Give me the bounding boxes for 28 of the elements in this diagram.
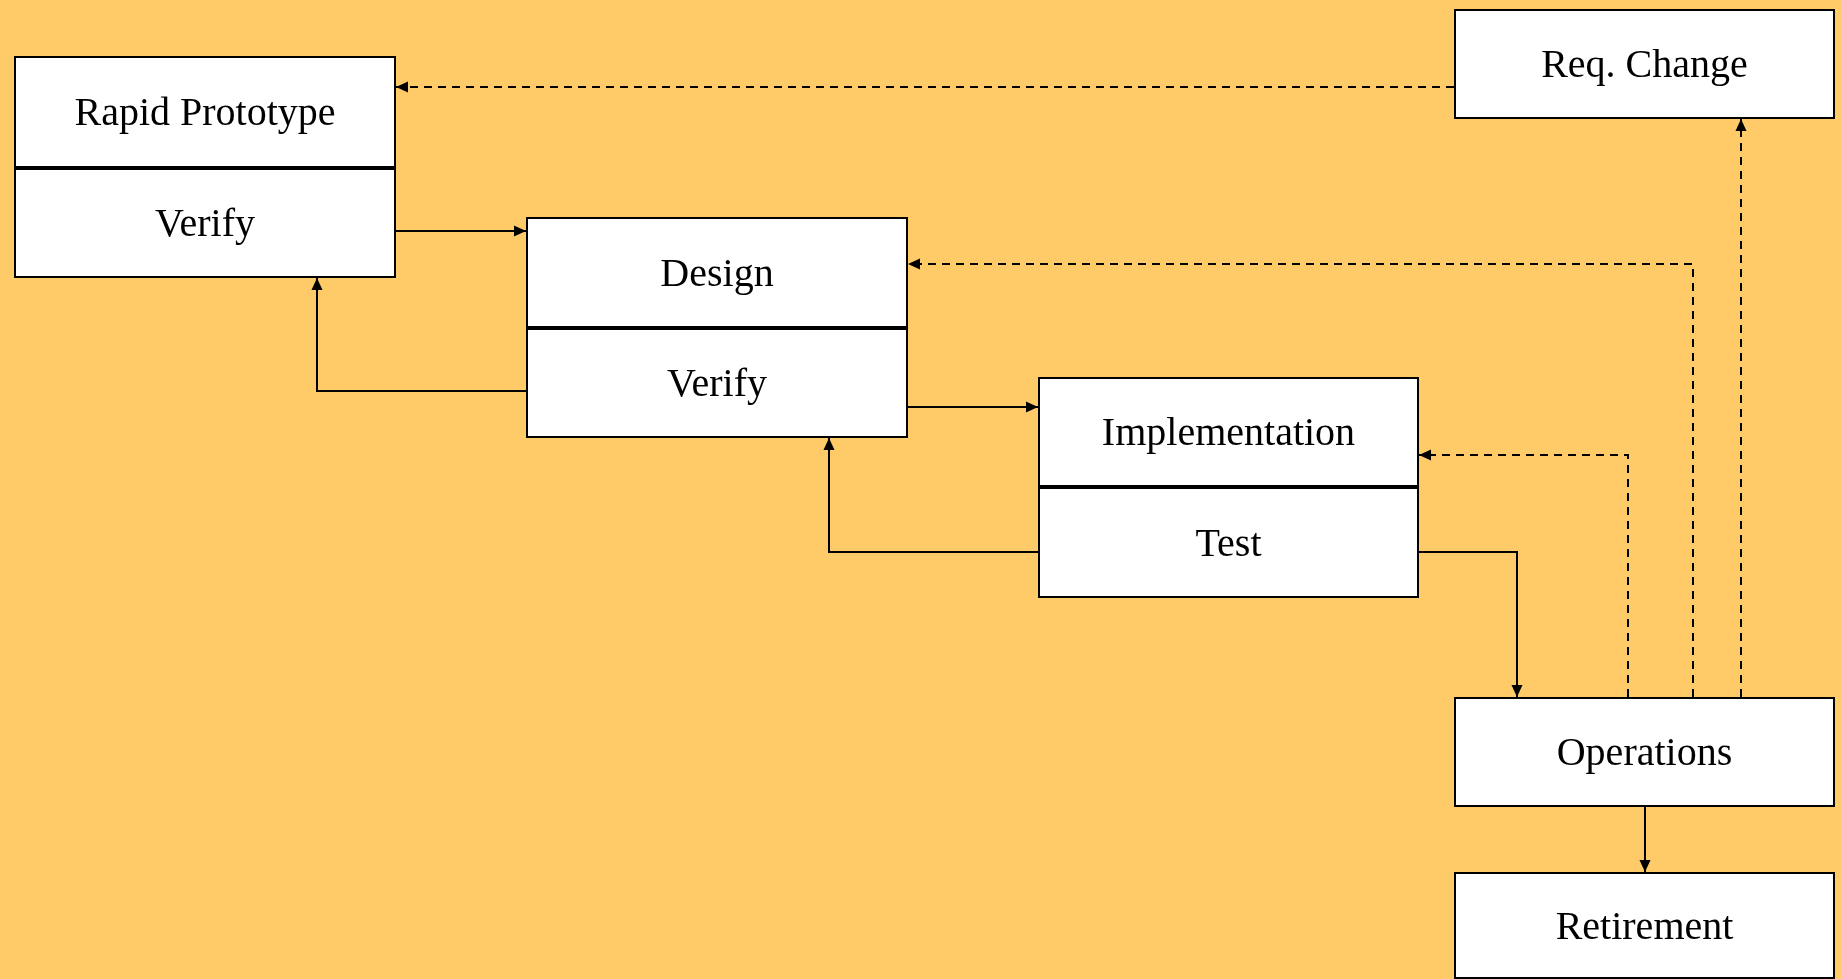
process-box xyxy=(1038,377,1419,487)
process-box xyxy=(1454,872,1835,979)
arrow xyxy=(907,258,1694,698)
box-label: Verify xyxy=(155,199,255,247)
box-label: Rapid Prototype xyxy=(74,88,336,136)
process-box xyxy=(1454,697,1835,807)
process-box xyxy=(1038,487,1419,598)
box-label: Retirement xyxy=(1555,901,1734,950)
arrow xyxy=(1418,449,1629,698)
box-label: Operations xyxy=(1556,728,1733,776)
arrow xyxy=(1639,806,1651,873)
arrow xyxy=(823,437,1039,553)
box-label: Test xyxy=(1195,518,1262,567)
process-box xyxy=(14,168,396,278)
process-box xyxy=(1454,9,1835,119)
arrow xyxy=(395,81,1455,93)
arrow xyxy=(1735,118,1747,698)
box-label: Implementation xyxy=(1101,408,1356,456)
arrow xyxy=(395,225,527,237)
process-box xyxy=(14,56,396,168)
box-label: Req. Change xyxy=(1541,40,1748,88)
arrow xyxy=(907,401,1039,413)
box-label: Verify xyxy=(667,359,767,407)
arrow xyxy=(311,277,527,392)
process-box xyxy=(526,328,908,438)
process-box xyxy=(526,217,908,328)
arrow xyxy=(1418,551,1523,698)
box-label: Design xyxy=(660,248,774,297)
